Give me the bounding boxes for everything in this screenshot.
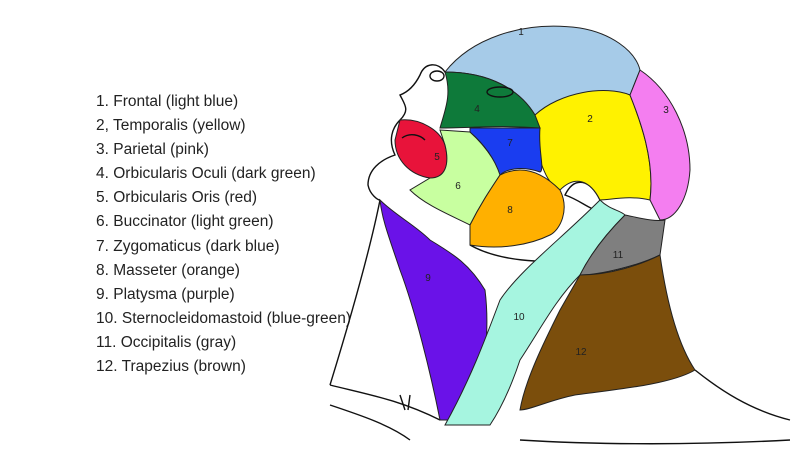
legend-item: 8. Masseter (orange) <box>96 261 240 279</box>
region-zygomaticus <box>469 127 543 176</box>
mouth <box>401 133 426 141</box>
muscle-legend: 1. Frontal (light blue) 2, Temporalis (y… <box>96 90 351 379</box>
region-parietal <box>629 69 691 221</box>
region-number-label: 8 <box>507 205 513 216</box>
region-number-label: 2 <box>587 114 593 125</box>
region-number-label: 3 <box>663 105 669 116</box>
region-number-label: 12 <box>575 347 587 358</box>
legend-item: 2, Temporalis (yellow) <box>96 117 246 135</box>
region-trapezius <box>519 254 696 411</box>
region-number-label: 5 <box>434 152 440 163</box>
region-orbicularis-oris <box>394 119 448 179</box>
region-number-label: 7 <box>507 138 513 149</box>
legend-item: 12. Trapezius (brown) <box>96 358 246 376</box>
legend-item: 10. Sternocleidomastoid (blue-green) <box>96 309 352 327</box>
region-occipitalis <box>579 214 666 276</box>
legend-item: 9. Platysma (purple) <box>96 285 235 303</box>
legend-item: 6. Buccinator (light green) <box>96 213 274 231</box>
legend-item: 11. Occipitalis (gray) <box>96 333 237 351</box>
legend-item: 7. Zygomaticus (dark blue) <box>96 237 280 255</box>
region-number-label: 4 <box>474 104 480 115</box>
region-number-label: 6 <box>455 181 461 192</box>
eye-right <box>486 86 514 98</box>
region-masseter <box>469 169 565 248</box>
legend-item: 4. Orbicularis Oculi (dark green) <box>96 165 316 183</box>
legend-item: 3. Parietal (pink) <box>96 141 209 159</box>
legend-item: 5. Orbicularis Oris (red) <box>96 189 258 207</box>
legend-item: 1. Frontal (light blue) <box>96 93 239 110</box>
shoulder-outline <box>329 369 791 445</box>
neck-front-outline <box>329 199 381 386</box>
region-orbicularis-oculi <box>439 71 541 129</box>
region-number-label: 10 <box>513 312 525 323</box>
region-number-label: 11 <box>613 250 624 261</box>
region-number-label: 9 <box>425 273 431 284</box>
region-number-label: 1 <box>518 27 524 38</box>
eye-left <box>429 70 445 82</box>
